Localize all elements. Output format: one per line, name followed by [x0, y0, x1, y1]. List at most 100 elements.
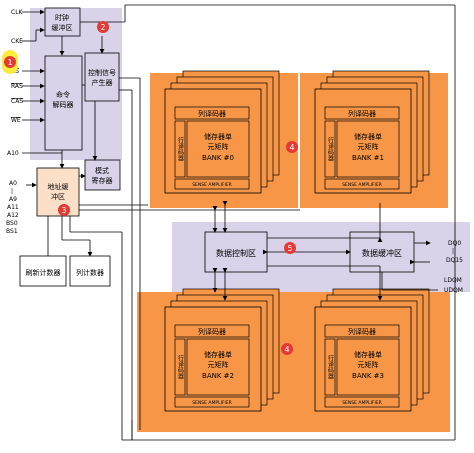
bank-0-sense-amp-label: SENSE AMPLIFIER: [192, 182, 232, 188]
command-decoder-label-1: 命令: [56, 90, 70, 99]
bank-2-sense-amp: [174, 396, 250, 408]
signal-a10: A10: [7, 150, 19, 157]
bank-0-col-decoder: [174, 106, 250, 120]
marker-3-label: 3: [61, 206, 66, 215]
signal-we: WE: [11, 117, 21, 124]
signal-bs0: BS0: [6, 220, 18, 227]
bank-3-array-label-2: 元矩阵: [358, 360, 379, 369]
bank-3-array-label-1: 储存器单: [354, 350, 382, 359]
udqm-label: UDQM: [444, 287, 463, 294]
bank-2-bank-label: BANK #2: [202, 372, 234, 380]
marker-5: 5: [284, 242, 296, 254]
bank-1-col-decoder: [324, 106, 400, 120]
bank-2-array-label-1: 储存器单: [204, 350, 232, 359]
signal-a0: A0: [9, 180, 17, 187]
mode-register-block: 模式 寄存器: [84, 159, 121, 191]
signal-cas: CAS: [11, 98, 23, 105]
marker-4a: 4: [286, 141, 298, 153]
bank-1-row-decoder: [324, 120, 336, 178]
address-buffer-label-1: 地址缓: [48, 182, 69, 191]
dq0-label: DQ0: [448, 240, 461, 247]
signal-clk: CLK: [11, 9, 24, 16]
bank-0-bank-label: BANK #0: [202, 154, 234, 162]
control-signal-label-2: 产生器: [92, 78, 113, 87]
refresh-counter-label: 刷新计数器: [26, 268, 61, 277]
marker-2-label: 2: [100, 23, 105, 32]
data-control-block: 数据控制区: [204, 231, 268, 273]
marker-4a-label: 4: [289, 143, 294, 152]
bank-2-row-decoder-label: 行译码器: [177, 354, 184, 380]
column-counter-label: 列计数器: [76, 268, 104, 277]
command-decoder-block: 命令 解码器: [44, 55, 83, 151]
data-buffer-label: 数据缓冲区: [362, 248, 402, 258]
clock-buffer-block: 时钟 缓冲区: [44, 7, 81, 37]
bank-2-col-decoder: [174, 324, 250, 338]
signal-a9: A9: [9, 196, 17, 203]
signal-ras: RAS: [11, 83, 23, 90]
control-wires: [47, 4, 456, 441]
bank-0-array: [186, 120, 250, 178]
bank-0-array-label-2: 元矩阵: [208, 142, 229, 151]
dq-sep-label: |: [452, 248, 454, 255]
bank-3-sense-amp: [324, 396, 400, 408]
bank-3-col-decoder: [324, 324, 400, 338]
marker-3: 3: [58, 204, 70, 216]
dq15-label: DQ15: [446, 257, 463, 264]
bank-3-array: [336, 338, 400, 396]
mode-register-label-1: 模式: [95, 166, 109, 175]
ldqm-label: LDQM: [444, 277, 462, 284]
bank-2-row-decoder: [174, 338, 186, 396]
bank-1-sense-amp: [324, 178, 400, 190]
data-path-wires: [212, 201, 438, 301]
bank-2-array: [186, 338, 250, 396]
bank-1-bank-label: BANK #1: [352, 154, 384, 162]
bank-3-bank-label: BANK #3: [352, 372, 384, 380]
bank-3-sense-amp-label: SENSE AMPLIFIER: [342, 400, 382, 406]
signal-sep: |: [11, 188, 13, 195]
bank-3-row-decoder: [324, 338, 336, 396]
clock-buffer-label-1: 时钟: [55, 13, 69, 22]
bank-2-sense-amp-label: SENSE AMPLIFIER: [192, 400, 232, 406]
address-pins: A0 | A9 A11 A12 BS0 BS1: [6, 180, 19, 235]
data-control-label: 数据控制区: [216, 248, 256, 258]
input-wires: [22, 9, 62, 188]
bank-2-col-decoder-label: 列译码器: [198, 327, 226, 336]
marker-2: 2: [97, 21, 109, 33]
bank-0-row-decoder-label: 行译码器: [177, 136, 184, 162]
bank-0-array-label-1: 储存器单: [204, 132, 232, 141]
refresh-counter-block: 刷新计数器: [19, 255, 67, 287]
marker-4b: 4: [281, 343, 293, 355]
control-signal-label-1: 控制信号: [88, 68, 116, 77]
signal-bs1: BS1: [6, 228, 18, 235]
column-counter-block: 列计数器: [69, 255, 111, 287]
signal-cke: CKE: [11, 38, 23, 45]
bank-0-col-decoder-label: 列译码器: [198, 109, 226, 118]
bank-0-row-decoder: [174, 120, 186, 178]
marker-5-label: 5: [287, 244, 292, 253]
mode-register-label-2: 寄存器: [92, 176, 113, 185]
marker-4b-label: 4: [284, 345, 289, 354]
bank-1-array-label-1: 储存器单: [354, 132, 382, 141]
bank-1-row-decoder-label: 行译码器: [327, 136, 334, 162]
control-signal-generator-block: 控制信号 产生器: [84, 52, 120, 102]
bank-3-row-decoder-label: 行译码器: [327, 354, 334, 380]
marker-1: 1: [2, 50, 18, 74]
signal-a11: A11: [7, 204, 19, 211]
bank-1-sense-amp-label: SENSE AMPLIFIER: [342, 182, 382, 188]
bank-1-array-label-2: 元矩阵: [358, 142, 379, 151]
address-buffer-block: 地址缓 冲区: [36, 167, 80, 217]
bank-3-col-decoder-label: 列译码器: [348, 327, 376, 336]
clock-buffer-label-2: 缓冲区: [52, 23, 73, 32]
command-decoder-label-2: 解码器: [53, 100, 74, 109]
bank-1-col-decoder-label: 列译码器: [348, 109, 376, 118]
bank-1-array: [336, 120, 400, 178]
bank-0-sense-amp: [174, 178, 250, 190]
signal-a12: A12: [7, 212, 19, 219]
bank-2-array-label-2: 元矩阵: [208, 360, 229, 369]
